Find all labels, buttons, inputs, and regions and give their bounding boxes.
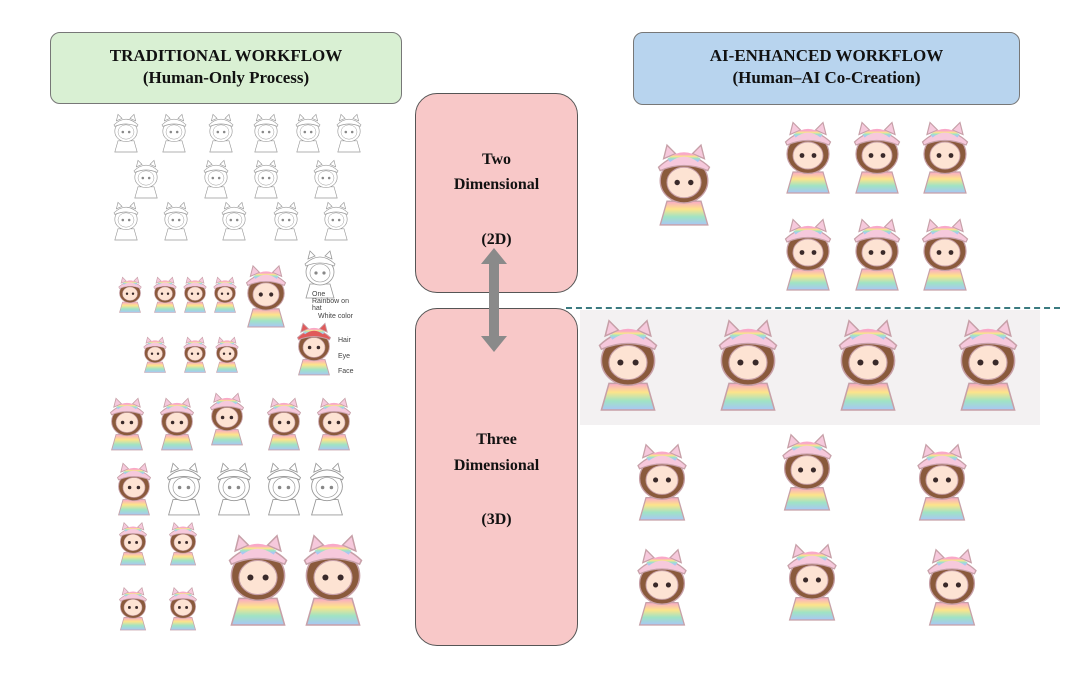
header-title: AI-ENHANCED WORKFLOW: [709, 46, 944, 65]
character-illustration: [155, 395, 199, 462]
dashed-divider: [566, 307, 1060, 309]
character-illustration: [165, 520, 201, 575]
character-illustration: [220, 530, 296, 641]
character-illustration: [292, 320, 336, 387]
character-illustration: [920, 545, 984, 640]
character-illustration: [140, 335, 170, 382]
sketch-character: [110, 112, 142, 162]
stage-3d-box: Three Dimensional (3D): [415, 308, 578, 646]
character-illustration: [312, 395, 356, 462]
character-illustration: [180, 335, 210, 382]
stage-line2: Dimensional: [453, 457, 540, 474]
header-subtitle: (Human-Only Process): [142, 68, 310, 87]
sketch-character: [130, 158, 162, 208]
sketch-character: [305, 460, 349, 527]
character-illustration: [210, 275, 240, 322]
annotation: Eye: [338, 353, 351, 360]
character-illustration: [847, 215, 907, 304]
sketch-character: [310, 158, 342, 208]
character-illustration: [115, 520, 151, 575]
character-illustration: [710, 315, 786, 426]
sketch-character: [250, 158, 282, 208]
character-illustration: [780, 540, 844, 635]
sketch-character: [162, 460, 206, 527]
character-illustration: [212, 335, 242, 382]
character-illustration: [778, 118, 838, 207]
character-illustration: [105, 395, 149, 462]
stage-line1: Three: [476, 431, 517, 448]
character-illustration: [240, 262, 292, 340]
traditional-workflow-header: TRADITIONAL WORKFLOW (Human-Only Process…: [50, 32, 402, 104]
character-illustration: [830, 315, 906, 426]
character-illustration: [115, 585, 151, 640]
character-illustration: [115, 275, 145, 322]
sketch-character: [218, 200, 250, 250]
stage-abbr: (2D): [481, 231, 512, 248]
annotation: Face: [338, 368, 354, 375]
ai-workflow-header: AI-ENHANCED WORKFLOW (Human–AI Co-Creati…: [633, 32, 1020, 105]
sketch-character: [262, 460, 306, 527]
character-illustration: [950, 315, 1026, 426]
sketch-character: [160, 200, 192, 250]
sketch-character: [333, 112, 365, 162]
sketch-character: [292, 112, 324, 162]
character-illustration: [150, 275, 180, 322]
character-illustration: [112, 460, 156, 527]
annotation: White color: [318, 313, 354, 320]
character-illustration: [910, 440, 974, 535]
stage-line2: Dimensional: [453, 176, 540, 193]
character-illustration: [650, 140, 718, 240]
character-illustration: [630, 440, 694, 535]
character-illustration: [915, 215, 975, 304]
sketch-character: [300, 248, 340, 309]
character-illustration: [775, 430, 839, 525]
character-illustration: [778, 215, 838, 304]
character-illustration: [295, 530, 371, 641]
header-subtitle: (Human–AI Co-Creation): [732, 68, 921, 87]
sketch-character: [212, 460, 256, 527]
annotation: One Rainbow on hat: [312, 291, 349, 312]
character-illustration: [205, 390, 249, 457]
sketch-character: [205, 112, 237, 162]
character-illustration: [847, 118, 907, 207]
sketch-character: [320, 200, 352, 250]
sketch-character: [250, 112, 282, 162]
sketch-character: [110, 200, 142, 250]
stage-abbr: (3D): [481, 511, 512, 528]
sketch-character: [158, 112, 190, 162]
stage-line1: Two: [481, 151, 512, 168]
annotation: Hair: [338, 337, 351, 344]
character-illustration: [262, 395, 306, 462]
character-illustration: [180, 275, 210, 322]
character-illustration: [590, 315, 666, 426]
double-arrow-icon: [481, 248, 507, 352]
header-title: TRADITIONAL WORKFLOW: [109, 46, 343, 65]
sketch-character: [270, 200, 302, 250]
character-illustration: [915, 118, 975, 207]
character-illustration: [630, 545, 694, 640]
character-illustration: [165, 585, 201, 640]
sketch-character: [200, 158, 232, 208]
